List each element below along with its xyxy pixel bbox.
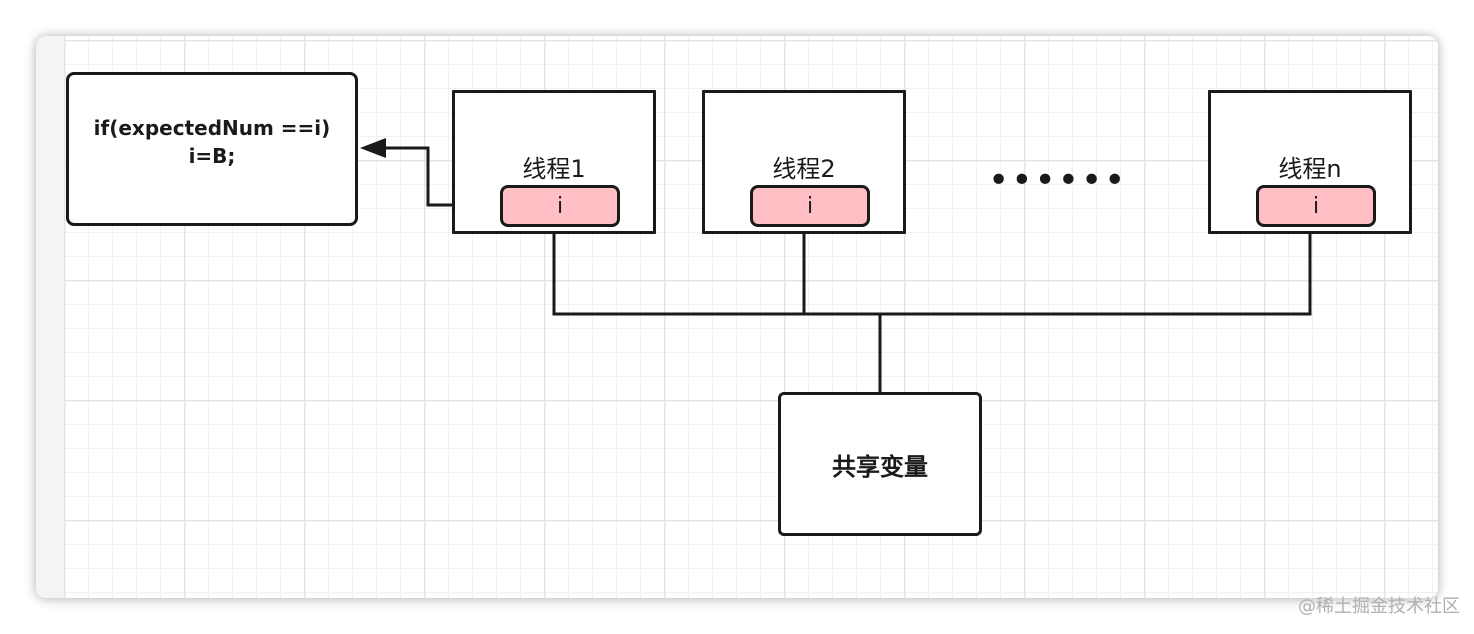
thread-var: i bbox=[500, 185, 620, 227]
thread-label: 线程2 bbox=[772, 155, 836, 183]
ellipsis-dots: •••••• bbox=[988, 160, 1128, 201]
thread-box-n: 线程n i bbox=[1208, 90, 1412, 234]
condition-code-box: if(expectedNum ==i) i=B; bbox=[66, 72, 358, 226]
thread-box-1: 线程1 i bbox=[452, 90, 656, 234]
code-line-1: if(expectedNum ==i) bbox=[93, 116, 331, 140]
thread-var: i bbox=[1256, 185, 1376, 227]
code-line-2: i=B; bbox=[188, 144, 236, 168]
watermark: @稀土掘金技术社区 bbox=[1298, 596, 1460, 617]
bus-thread1 bbox=[552, 234, 1312, 316]
thread-label: 线程1 bbox=[522, 155, 586, 183]
arrow-head bbox=[360, 138, 386, 158]
thread-box-2: 线程2 i bbox=[702, 90, 906, 234]
thread-var: i bbox=[750, 185, 870, 227]
thread-label: 线程n bbox=[1278, 155, 1342, 183]
shared-variable-box: 共享变量 bbox=[778, 392, 982, 536]
shared-variable-label: 共享变量 bbox=[832, 452, 928, 481]
